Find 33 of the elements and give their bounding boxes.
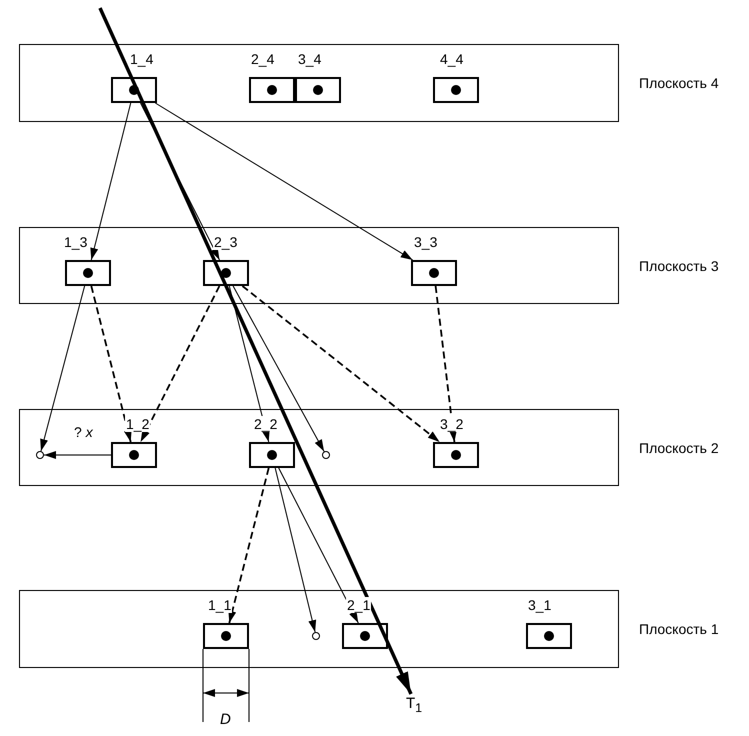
arrow <box>44 451 112 459</box>
dashed-arrow <box>140 286 220 442</box>
plane-label: Плоскость 2 <box>639 440 719 456</box>
cell-label: 1_4 <box>129 51 154 67</box>
cell-label: 3_4 <box>297 51 322 67</box>
dashed-arrow <box>434 286 457 442</box>
cell-label: 1_1 <box>207 597 232 613</box>
arrow <box>40 286 86 452</box>
cell-label: 2_2 <box>253 416 278 432</box>
arrow <box>278 468 359 624</box>
edge-label: ? x <box>72 424 95 440</box>
cell-label: 3_1 <box>527 597 552 613</box>
arrow <box>228 286 270 442</box>
cell-label: 3_2 <box>439 416 464 432</box>
arrow <box>90 102 132 260</box>
cell-label: 1_2 <box>125 416 150 432</box>
track-arrow <box>98 7 413 695</box>
cell-label: 2_4 <box>250 51 276 67</box>
arrow <box>140 102 220 260</box>
cell-label: 2_1 <box>346 597 372 613</box>
plane-label: Плоскость 1 <box>639 621 719 637</box>
plane-label: Плоскость 4 <box>639 75 719 91</box>
cell-label: 1_3 <box>63 234 88 250</box>
cell-label: 3_3 <box>413 234 438 250</box>
arrow <box>154 102 414 260</box>
dashed-arrow <box>90 286 132 442</box>
dashed-arrow <box>228 468 270 624</box>
cell-label: 4_4 <box>439 51 464 67</box>
plane-label: Плоскость 3 <box>639 258 719 274</box>
arrow <box>274 468 316 633</box>
arrow <box>232 286 325 452</box>
cell-label: 2_3 <box>213 234 238 250</box>
dashed-arrow <box>242 285 440 443</box>
